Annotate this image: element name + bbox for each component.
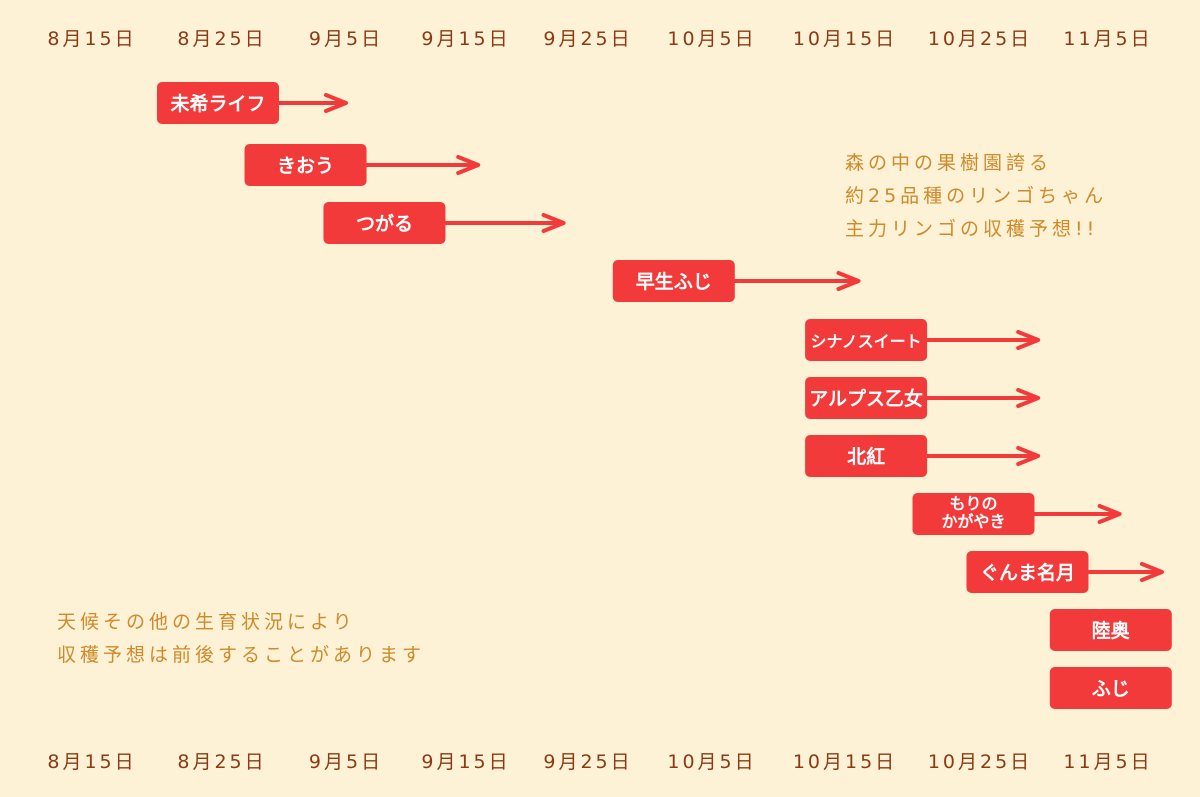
variety-timeline-row: ぐんま名月 (966, 551, 1164, 593)
x-tick-label-bottom: 10月25日 (928, 751, 1032, 773)
variety-label: ぐんま名月 (980, 561, 1075, 584)
harvest-start-bar (244, 144, 367, 186)
variety-timeline-row: 陸奥 (1049, 609, 1172, 651)
harvest-start-bar (612, 260, 735, 302)
x-tick-label-bottom: 10月5日 (667, 751, 756, 773)
variety-timeline-row: もりのかがやき (912, 493, 1122, 535)
arrow-head-icon (1016, 330, 1041, 350)
variety-label: シナノスイート (810, 332, 921, 351)
x-tick-label-top: 8月25日 (177, 28, 266, 50)
weather-disclaimer-note: 天候その他の生育状況により 収穫予想は前後することがあります (57, 606, 425, 672)
x-tick-label-top: 11月5日 (1063, 28, 1152, 50)
variety-label: 早生ふじ (636, 270, 712, 293)
harvest-start-bar (1049, 667, 1172, 709)
arrow-head-icon (324, 93, 348, 113)
x-tick-label-bottom: 9月5日 (309, 751, 383, 773)
arrow-head-icon (1016, 446, 1041, 466)
x-tick-label-bottom: 10月15日 (793, 751, 897, 773)
arrow-head-icon (1016, 388, 1041, 408)
note-line: 約25品種のリンゴちゃん (845, 185, 1108, 207)
arrow-head-icon (1140, 562, 1164, 582)
harvest-start-bar (912, 493, 1035, 535)
x-tick-label-top: 8月15日 (47, 28, 136, 50)
variety-label: アルプス乙女 (809, 387, 923, 410)
x-tick-label-top: 10月15日 (793, 28, 897, 50)
x-tick-label-bottom: 8月15日 (47, 751, 136, 773)
variety-label: きおう (277, 155, 334, 177)
variety-label: もりのかがやき (941, 494, 1005, 531)
note-line: 森の中の果樹園誇る (845, 152, 1053, 174)
arrow-head-icon (836, 271, 861, 291)
variety-timeline-row: 未希ライフ (157, 82, 348, 124)
harvest-start-bar (157, 82, 279, 124)
x-tick-label-top: 10月25日 (928, 28, 1032, 50)
variety-timeline-row: 北紅 (805, 435, 1041, 477)
variety-label: 陸奥 (1092, 619, 1131, 642)
x-tick-label-top: 9月15日 (421, 28, 510, 50)
variety-timeline-row: ふじ (1049, 667, 1172, 709)
harvest-forecast-note: 森の中の果樹園誇る 約25品種のリンゴちゃん 主力リンゴの収穫予想!! (845, 147, 1107, 246)
variety-timeline-row: アルプス乙女 (805, 377, 1041, 419)
x-tick-label-bottom: 11月5日 (1063, 751, 1152, 773)
harvest-start-bar (805, 377, 928, 419)
variety-timeline-row: つがる (323, 202, 566, 244)
variety-timeline-row: 早生ふじ (612, 260, 861, 302)
variety-timeline-row: きおう (244, 144, 481, 186)
harvest-start-bar (805, 435, 928, 477)
x-tick-label-bottom: 9月25日 (543, 751, 632, 773)
arrow-head-icon (1097, 504, 1122, 524)
x-tick-label-bottom: 8月25日 (177, 751, 266, 773)
note-line: 収穫予想は前後することがあります (57, 644, 426, 666)
arrow-head-icon (541, 213, 566, 233)
harvest-start-bar (1049, 609, 1172, 651)
x-tick-label-bottom: 9月15日 (421, 751, 510, 773)
x-tick-label-top: 10月5日 (667, 28, 756, 50)
harvest-start-bar (805, 319, 928, 361)
variety-timeline-row: シナノスイート (805, 319, 1041, 361)
arrow-head-icon (456, 155, 481, 175)
x-tick-label-top: 9月5日 (309, 28, 383, 50)
variety-label: ふじ (1092, 678, 1130, 700)
note-line: 天候その他の生育状況により (57, 611, 356, 633)
x-tick-label-top: 9月25日 (543, 28, 632, 50)
harvest-start-bar (966, 551, 1089, 593)
variety-label: 未希ライフ (169, 92, 265, 115)
harvest-start-bar (323, 202, 446, 244)
note-line: 主力リンゴの収穫予想!! (845, 218, 1099, 240)
variety-label: 北紅 (847, 445, 885, 468)
variety-label: つがる (356, 212, 413, 235)
